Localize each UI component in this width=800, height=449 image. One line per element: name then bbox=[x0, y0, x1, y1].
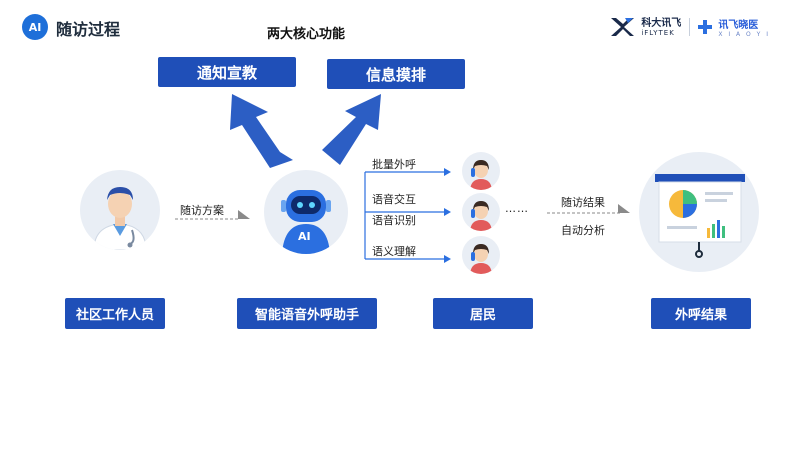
core-functions-title: 两大核心功能 bbox=[267, 27, 346, 42]
doctor-avatar bbox=[80, 170, 160, 250]
role-staff: 社区工作人员 bbox=[65, 298, 165, 329]
role-residents: 居民 bbox=[433, 298, 533, 329]
role-assistant: 智能语音外呼助手 bbox=[237, 298, 377, 329]
presentation-chart-icon bbox=[655, 174, 745, 258]
brand1-block: 科大讯飞 iFLYTEK bbox=[641, 18, 681, 37]
doctor-icon bbox=[93, 187, 147, 250]
xiaoyi-cross-icon bbox=[698, 20, 713, 34]
capability-semantic-understanding: 语义理解 bbox=[372, 245, 416, 258]
brand2-sub: X I A O Y I bbox=[718, 31, 770, 38]
page-title: 随访过程 bbox=[56, 20, 121, 39]
resident-avatar-3 bbox=[462, 236, 500, 274]
robot-icon bbox=[281, 190, 331, 254]
capability-batch-call: 批量外呼 bbox=[372, 158, 416, 171]
brand-divider bbox=[689, 18, 691, 36]
resident-phone-icon bbox=[470, 244, 492, 274]
function-box-investigation: 信息摸排 bbox=[327, 59, 465, 89]
result-label: 随访结果 bbox=[561, 196, 605, 209]
resident-phone-icon bbox=[470, 160, 492, 190]
brand2-block: 讯飞晓医 X I A O Y I bbox=[718, 16, 770, 38]
capability-head-1 bbox=[444, 168, 451, 176]
plan-arrow-head bbox=[238, 210, 250, 219]
capability-head-2 bbox=[444, 208, 451, 216]
arrow-up-left bbox=[230, 94, 293, 168]
ellipsis-more: …… bbox=[505, 202, 529, 215]
analysis-label: 自动分析 bbox=[561, 224, 605, 237]
brand1-name: 科大讯飞 bbox=[641, 17, 682, 29]
capability-voice-interaction: 语音交互 bbox=[372, 193, 416, 206]
app-logo-icon: AI bbox=[22, 14, 48, 40]
plan-label: 随访方案 bbox=[180, 204, 224, 217]
brand1-sub: iFLYTEK bbox=[641, 28, 675, 37]
capability-head-3 bbox=[444, 255, 451, 263]
robot-avatar: AI bbox=[264, 170, 348, 254]
robot-ai-badge: AI bbox=[298, 230, 311, 243]
resident-avatar-2 bbox=[462, 193, 500, 231]
iflytek-logo-icon bbox=[611, 18, 635, 36]
result-board-avatar bbox=[639, 152, 759, 272]
role-result: 外呼结果 bbox=[651, 298, 751, 329]
result-arrow-head bbox=[618, 204, 630, 213]
arrow-up-right bbox=[322, 94, 381, 165]
function-box-notification: 通知宣教 bbox=[158, 57, 296, 87]
resident-phone-icon bbox=[470, 201, 492, 231]
capability-speech-recognition: 语音识别 bbox=[372, 214, 416, 227]
brand-logos: 科大讯飞 iFLYTEK 讯飞晓医 X I A O Y I bbox=[609, 16, 770, 38]
resident-avatar-1 bbox=[462, 152, 500, 190]
brand2-name: 讯飞晓医 bbox=[718, 20, 759, 31]
